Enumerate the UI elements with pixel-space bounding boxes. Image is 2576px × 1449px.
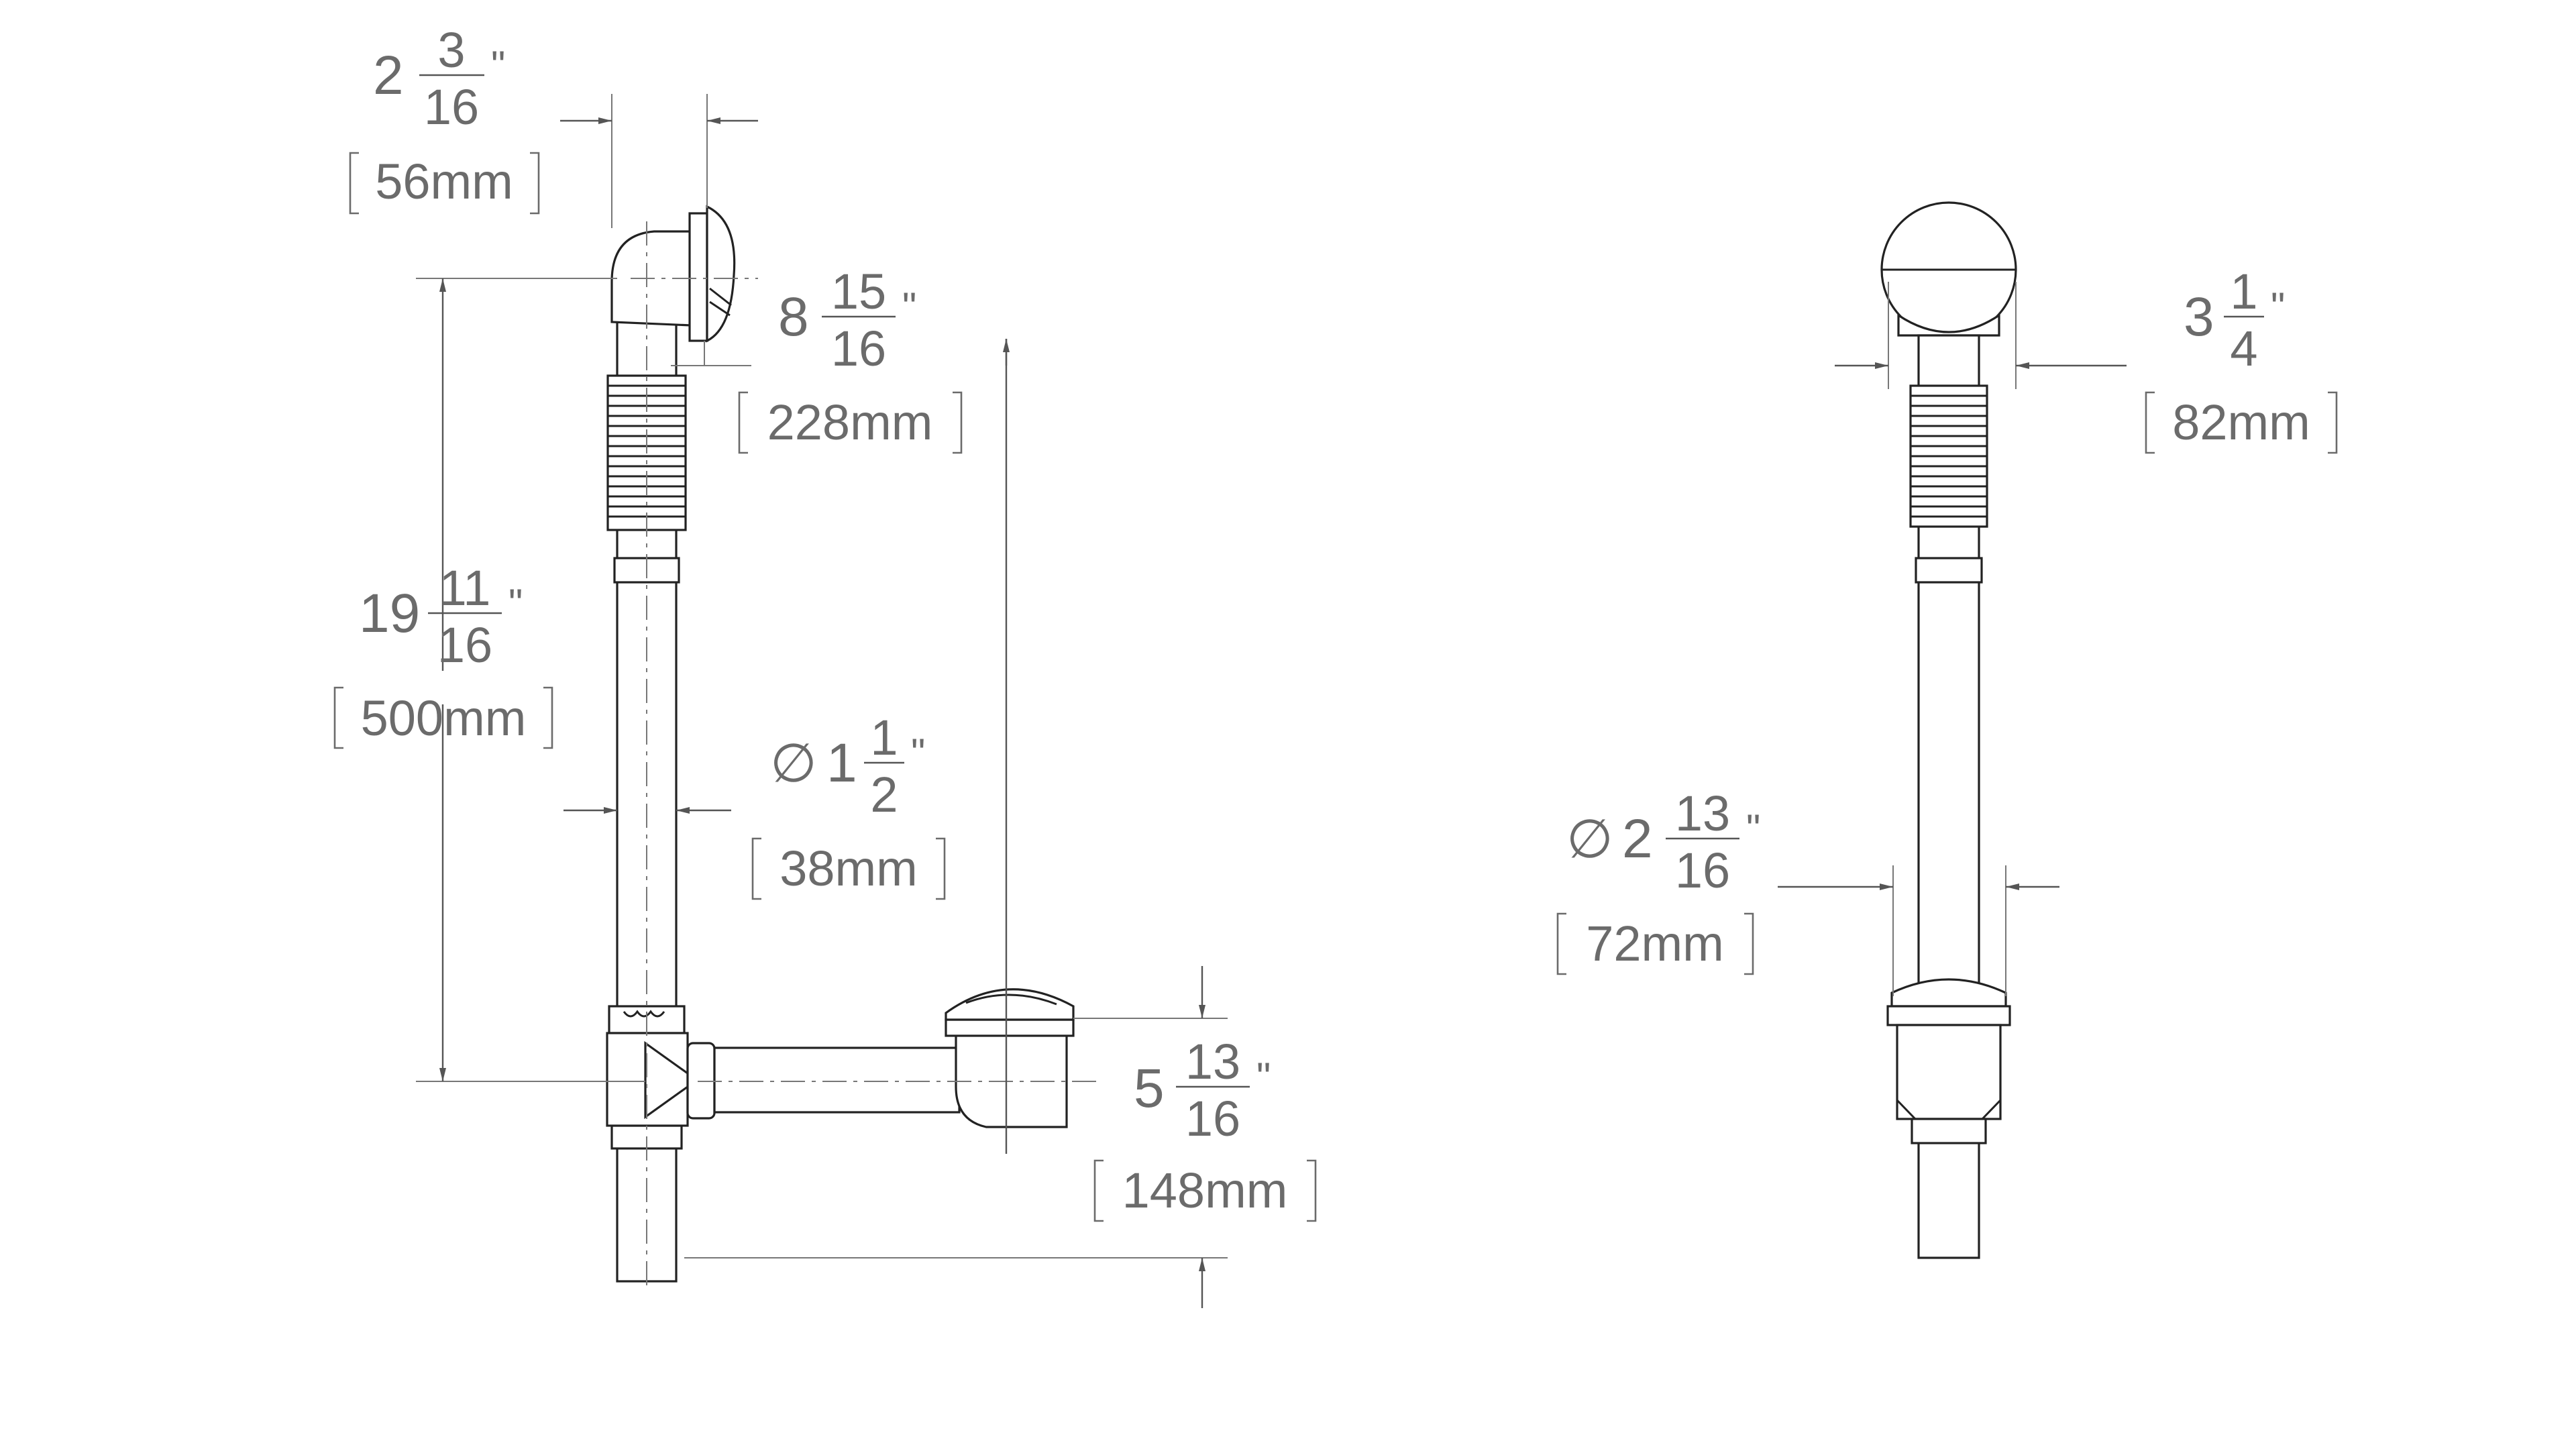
label-numerator: 1	[2230, 264, 2257, 319]
label-mm: 38mm	[780, 841, 918, 896]
label-pipe-diameter: ∅ 1 1 2 " 38mm	[751, 710, 946, 900]
front-view	[1880, 201, 2017, 1259]
label-unit: "	[1746, 806, 1760, 851]
front-overflow-cover	[1880, 201, 2017, 338]
label-numerator: 1	[870, 710, 898, 765]
label-denominator: 16	[424, 79, 479, 135]
label-unit: "	[911, 731, 925, 775]
label-numerator: 11	[439, 560, 491, 616]
dim-total-height	[416, 278, 645, 1082]
label-overflow-width: 2 3 16 " 56mm	[349, 22, 540, 215]
dim-drain-height	[684, 966, 1228, 1308]
diameter-symbol: ∅	[1566, 809, 1613, 869]
label-numerator: 15	[831, 264, 886, 319]
label-denominator: 16	[1675, 843, 1730, 898]
label-unit: "	[1256, 1055, 1271, 1099]
overflow-elbow-and-faceplate	[610, 205, 736, 343]
label-numerator: 13	[1185, 1034, 1240, 1089]
label-unit: "	[902, 284, 916, 329]
label-mm: 228mm	[767, 394, 933, 450]
front-drain-stopper	[1886, 978, 2011, 1144]
label-denominator: 16	[1185, 1091, 1240, 1146]
label-numerator: 3	[437, 22, 465, 78]
label-denominator: 2	[870, 767, 898, 822]
label-mm: 82mm	[2172, 394, 2310, 450]
label-denominator: 4	[2230, 321, 2257, 376]
label-mm: 500mm	[361, 690, 527, 746]
label-unit: "	[2271, 284, 2285, 329]
label-unit: "	[491, 43, 505, 88]
label-drain-diameter: ∅ 2 13 16 " 72mm	[1556, 786, 1760, 975]
side-view	[606, 205, 1100, 1288]
label-unit: "	[508, 581, 523, 626]
label-whole: 2	[1622, 808, 1653, 869]
tee-fitting	[606, 1032, 716, 1127]
label-denominator: 16	[437, 617, 492, 673]
horizontal-drain-arm	[713, 988, 1075, 1128]
label-mm: 72mm	[1586, 916, 1724, 971]
dim-faceplate-width	[1835, 282, 2127, 389]
label-whole: 1	[826, 733, 857, 794]
label-mm: 148mm	[1122, 1163, 1288, 1218]
label-total-height: 19 11 16 " 500mm	[333, 560, 553, 749]
label-overflow-height: 8 15 16 " 228mm	[738, 264, 963, 454]
front-flexible-section	[1909, 384, 1988, 528]
dim-overflow-width	[560, 94, 758, 228]
label-numerator: 13	[1675, 786, 1730, 841]
label-drain-height: 5 13 16 " 148mm	[1093, 1034, 1317, 1222]
label-whole: 19	[359, 583, 420, 644]
label-whole: 3	[2184, 286, 2214, 347]
label-whole: 2	[373, 45, 404, 106]
dim-overflow-height	[671, 339, 1010, 1154]
label-mm: 56mm	[375, 154, 513, 209]
dim-drain-diameter	[1778, 865, 2059, 996]
label-whole: 5	[1134, 1058, 1165, 1119]
label-faceplate-width: 3 1 4 " 82mm	[2145, 264, 2338, 454]
label-whole: 8	[778, 286, 809, 347]
diameter-symbol: ∅	[770, 733, 817, 793]
label-denominator: 16	[831, 321, 886, 376]
